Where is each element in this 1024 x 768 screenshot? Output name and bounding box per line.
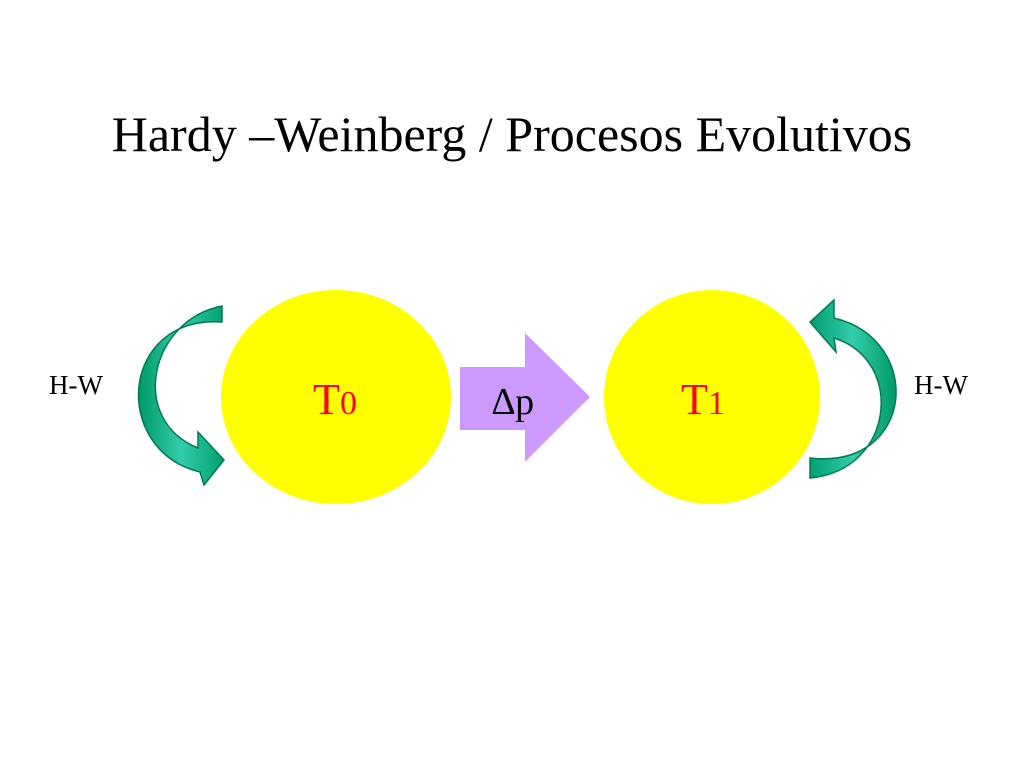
node-label-t1: T1 xyxy=(681,375,725,424)
transition-label: ∆p xyxy=(492,381,534,423)
loop-label-left: H-W xyxy=(49,370,103,400)
loop-arrow-left xyxy=(137,305,225,487)
node-circle-t0 xyxy=(221,290,451,504)
node-circle-t1 xyxy=(604,290,820,504)
slide-title: Hardy –Weinberg / Procesos Evolutivos xyxy=(111,106,913,162)
loop-label-right: H-W xyxy=(914,370,968,400)
node-label-t0: T0 xyxy=(313,375,357,424)
transition-arrow xyxy=(460,333,590,462)
loop-arrow-right xyxy=(808,298,897,479)
